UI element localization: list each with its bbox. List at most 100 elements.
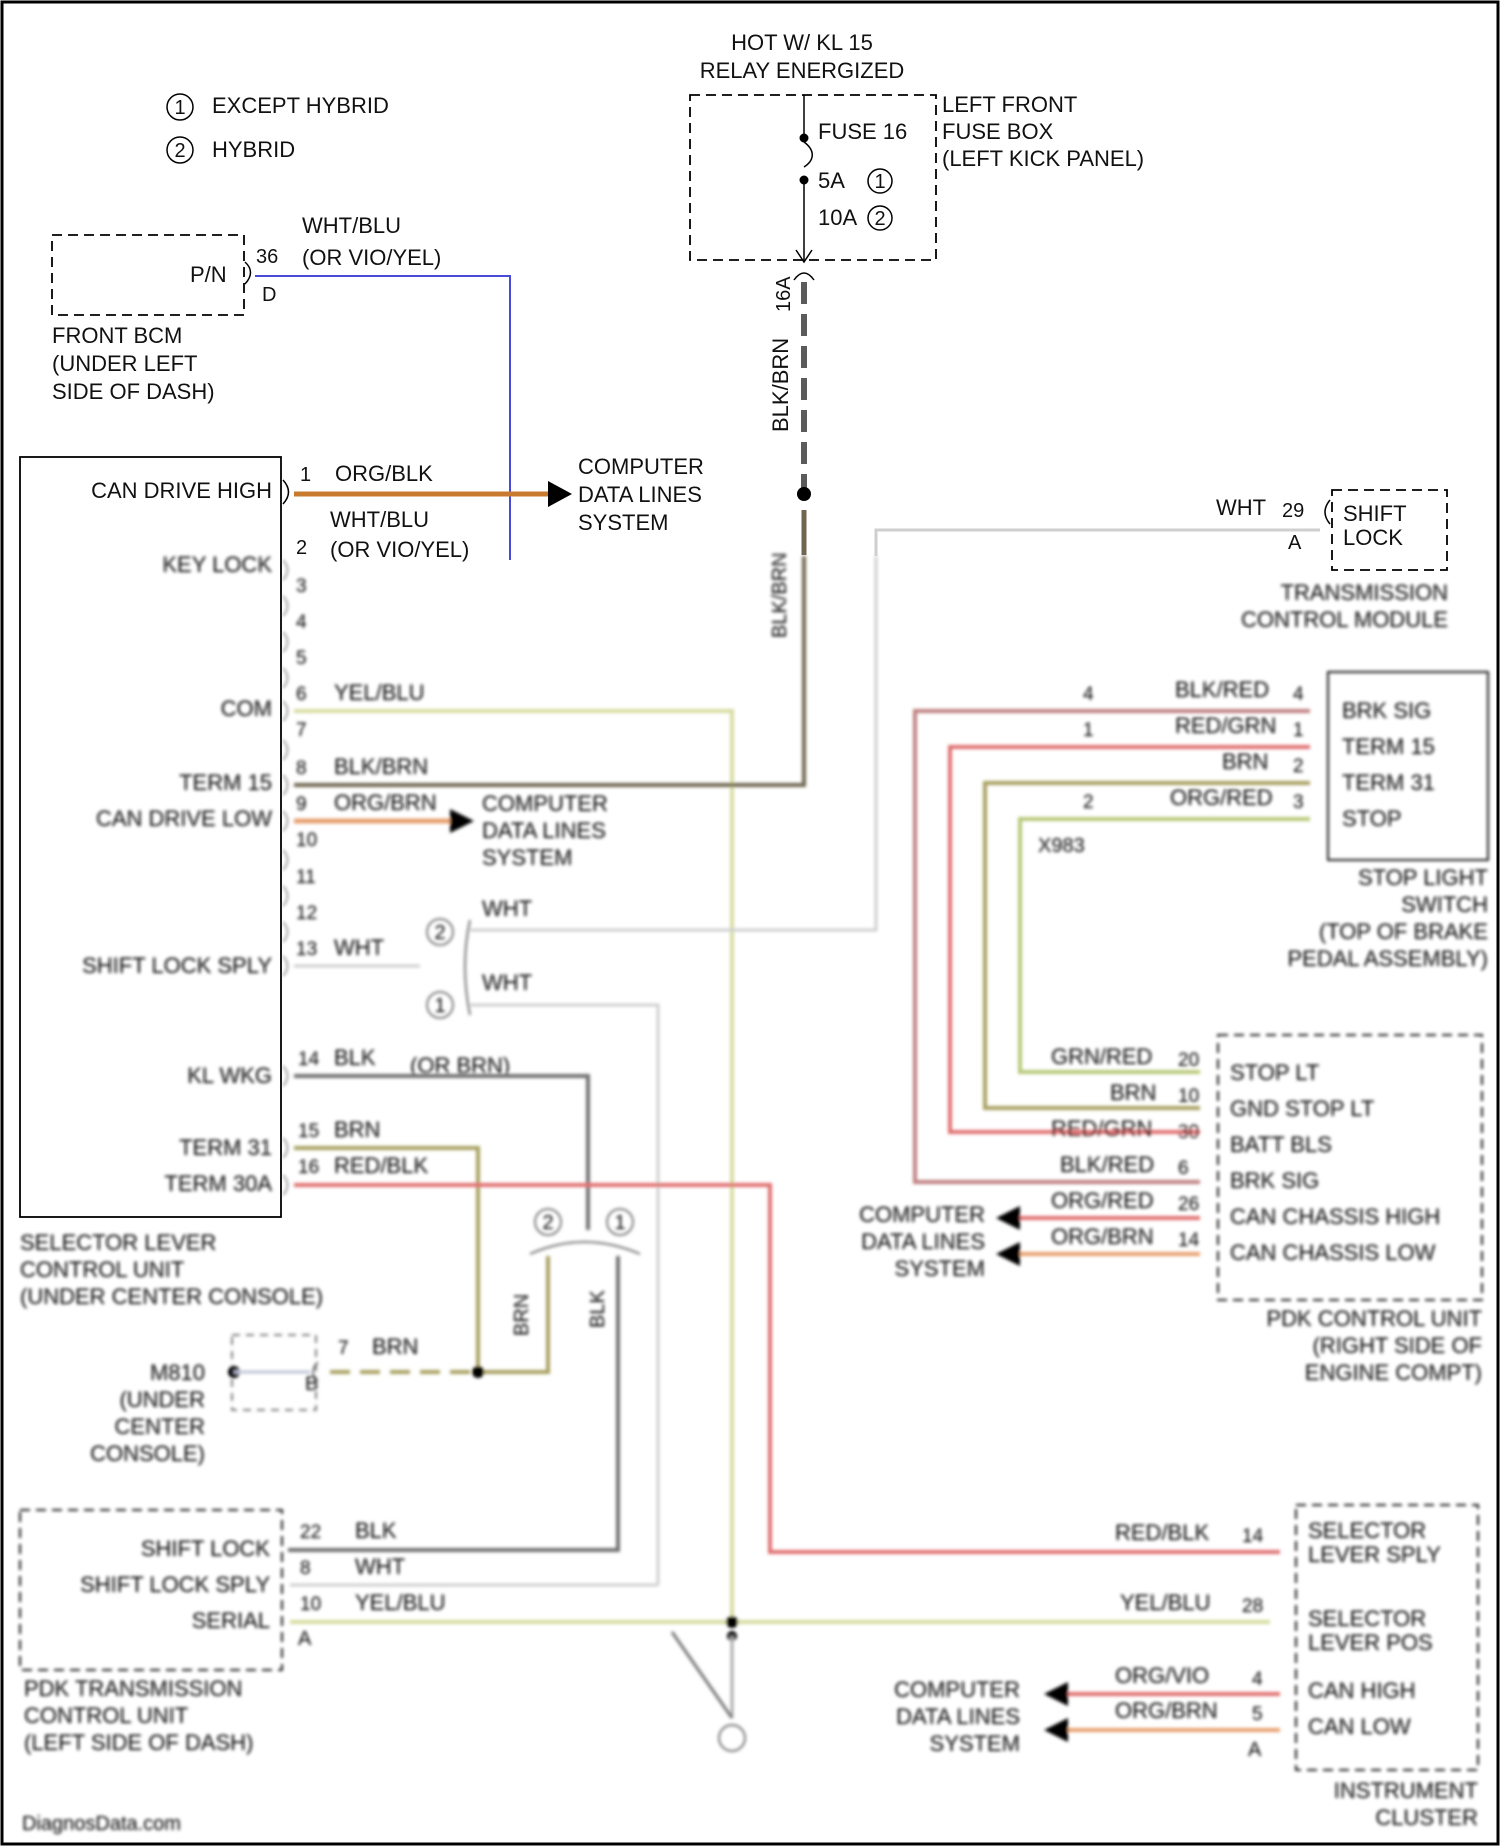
can-low-pin: 9	[296, 794, 307, 815]
pdk-control-label-line3: ENGINE COMPT)	[1305, 1360, 1482, 1385]
pdk-trans-serial-label: SERIAL	[192, 1608, 270, 1633]
wht-branch-wire2: WHT	[482, 970, 532, 995]
shift-lock-wire-label: WHT	[1216, 495, 1266, 520]
wht-branch-marker-2-text: 2	[434, 922, 445, 944]
wire-wht-shift-lock	[876, 530, 1320, 556]
pdk-trans-shift-lock-pin: 22	[300, 1522, 321, 1543]
arrow-pdk-can-low	[996, 1242, 1020, 1266]
wire-wht-blu-label1: WHT/BLU	[302, 213, 401, 238]
front-bcm-connector: D	[262, 284, 276, 306]
wht-branch-wire1: WHT	[482, 896, 532, 921]
pdk-control-label-line1: PDK CONTROL UNIT	[1266, 1306, 1482, 1331]
connector-16a	[794, 273, 814, 280]
stop-switch-row4-label: STOP	[1342, 806, 1402, 831]
pdk-trans-shift-sply-pin: 8	[300, 1558, 311, 1579]
fuse-rating-1-marker: 1	[874, 171, 885, 193]
pdk-trans-serial-wire: YEL/BLU	[355, 1590, 446, 1615]
watermark: DiagnosData.com	[22, 1813, 181, 1835]
pdk-trans-serial-pin: 10	[300, 1594, 321, 1615]
selector-pin5: 5	[296, 648, 307, 669]
ground-branch-marker-2-text: 2	[542, 1212, 553, 1234]
fuse-box: FUSE 16 5A 1 10A 2 LEFT FRONT FUSE BOX (…	[690, 92, 1144, 262]
term31-pin: 15	[298, 1121, 319, 1142]
shift-lock-pin: 29	[1282, 500, 1304, 522]
pdk-trans-label-line3: (LEFT SIDE OF DASH)	[24, 1730, 253, 1755]
ground-branch-wire-left: BRN	[511, 1294, 533, 1336]
data-lines-2-line3: SYSTEM	[482, 845, 572, 870]
pdk-row2-pin: 10	[1178, 1086, 1199, 1107]
shield-ground	[719, 1725, 745, 1751]
pdk-trans-shift-lock-wire: BLK	[355, 1518, 397, 1543]
pdk-row3-pin: 30	[1178, 1122, 1199, 1143]
ic-can-high-label: CAN HIGH	[1308, 1678, 1416, 1703]
kl-wkg-pin: 14	[298, 1049, 320, 1070]
selector-pin11: 11	[296, 867, 316, 888]
arrow-pdk-can-high	[996, 1206, 1020, 1230]
lower-diagram-section: KEY LOCK 3 4 5 COM 6 YEL/BLU 7 TERM 15 8…	[20, 552, 1488, 1835]
connector-16a-label: 16A	[773, 276, 795, 312]
pdk-row5-label: CAN CHASSIS HIGH	[1230, 1204, 1440, 1229]
selector-lever-label-line1: SELECTOR LEVER	[20, 1230, 216, 1255]
legend-label-hybrid: HYBRID	[212, 137, 295, 162]
wire-label-red-blk-term30: RED/BLK	[334, 1153, 428, 1178]
ground-point-line4: CONSOLE)	[90, 1441, 205, 1466]
term15-label: TERM 15	[179, 770, 272, 795]
fuse-rating-1: 5A	[818, 168, 845, 193]
selector-pin7: 7	[296, 720, 307, 741]
ground-point-wire: BRN	[372, 1334, 418, 1359]
wire-blk-brn-term15	[294, 556, 804, 785]
pdk-row3-wire: RED/GRN	[1051, 1116, 1152, 1141]
ic-sply-label-line2: LEVER SPLY	[1308, 1542, 1441, 1567]
pdk-row6-pin: 14	[1178, 1230, 1200, 1251]
fuse-name: FUSE 16	[818, 119, 907, 144]
stop-switch-row3-right-pin: 2	[1293, 756, 1304, 777]
shift-lock-label-line2: LOCK	[1343, 525, 1403, 550]
ic-label-line1: INSTRUMENT	[1334, 1778, 1478, 1803]
ic-connector: A	[1248, 1739, 1262, 1761]
pdk-row2-wire: BRN	[1110, 1080, 1156, 1105]
kl-wkg-label: KL WKG	[187, 1063, 272, 1088]
legend-label-except-hybrid: EXCEPT HYBRID	[212, 93, 389, 118]
splice-x983: X983	[1038, 835, 1085, 857]
data-lines-4-line2: DATA LINES	[896, 1704, 1020, 1729]
wire-label-blk-kl: BLK	[334, 1045, 376, 1070]
selector-pin12: 12	[296, 903, 317, 924]
data-lines-3-line3: SYSTEM	[895, 1256, 985, 1281]
data-lines-2-line1: COMPUTER	[482, 791, 608, 816]
term31-label: TERM 31	[179, 1135, 272, 1160]
pdk-control-label-line2: (RIGHT SIDE OF	[1313, 1333, 1483, 1358]
can-drive-low-label: CAN DRIVE LOW	[96, 806, 272, 831]
fuse-box-label-line1: LEFT FRONT	[942, 92, 1077, 117]
shift-lock-module-line1: TRANSMISSION	[1281, 580, 1448, 605]
term30a-label: TERM 30A	[164, 1171, 272, 1196]
front-bcm-pin-label: P/N	[190, 262, 227, 287]
ground-point-line3: CENTER	[115, 1414, 205, 1439]
wire-label-yel-blu-com: YEL/BLU	[334, 680, 425, 705]
ic-can-low-label: CAN LOW	[1308, 1714, 1411, 1739]
pdk-row5-pin: 26	[1178, 1194, 1199, 1215]
selector-lever-label-line2: CONTROL UNIT	[20, 1257, 184, 1282]
data-lines-3-line2: DATA LINES	[861, 1229, 985, 1254]
term15-pin: 8	[296, 758, 307, 779]
pdk-row4-pin: 6	[1178, 1158, 1189, 1179]
data-lines-2-line2: DATA LINES	[482, 818, 606, 843]
stop-switch-row2-right-pin: 1	[1293, 720, 1304, 741]
ground-branch-wire-right: BLK	[587, 1290, 609, 1328]
ground-splice	[472, 1366, 484, 1378]
fuse-rating-2: 10A	[818, 205, 857, 230]
stop-switch-row2-left-pin: 1	[1083, 720, 1094, 741]
wire-wht-to-pdk-trans	[470, 1005, 658, 1585]
shift-lock-module-line2: CONTROL MODULE	[1241, 607, 1448, 632]
ic-pos-label-line2: LEVER POS	[1308, 1630, 1433, 1655]
ic-pos-label-line1: SELECTOR	[1308, 1606, 1426, 1631]
data-lines-1-line2: DATA LINES	[578, 482, 702, 507]
stop-light-label-line3: (TOP OF BRAKE	[1319, 919, 1488, 944]
pdk-trans-connector: A	[298, 1628, 312, 1650]
selector-lever-label-line3: (UNDER CENTER CONSOLE)	[20, 1284, 323, 1309]
ic-sply-label-line1: SELECTOR	[1308, 1518, 1426, 1543]
front-bcm: P/N 36 D FRONT BCM (UNDER LEFT SIDE OF D…	[52, 213, 441, 404]
key-lock-label: KEY LOCK	[162, 552, 272, 577]
power-source-line2: RELAY ENERGIZED	[700, 58, 905, 83]
wire-wht-blu-label2: (OR VIO/YEL)	[302, 245, 441, 270]
pdk-row3-label: BATT BLS	[1230, 1132, 1332, 1157]
